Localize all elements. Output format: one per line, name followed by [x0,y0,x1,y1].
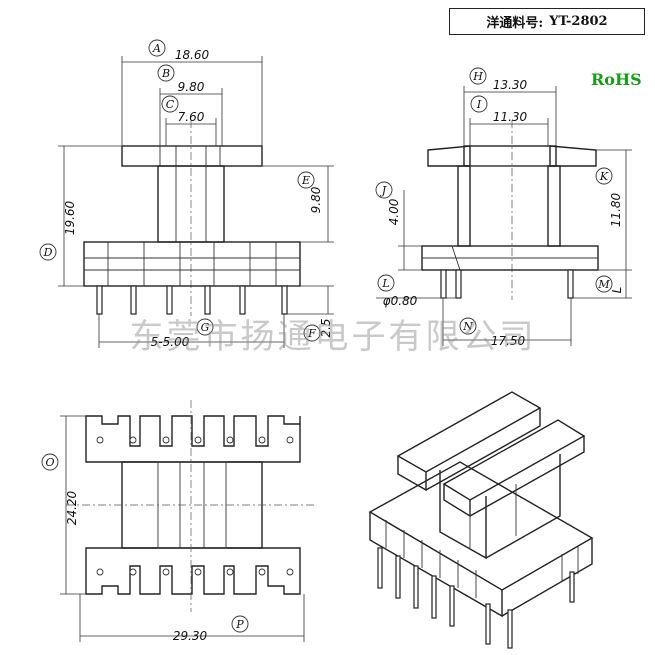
side-view: H 13.30 I 11.30 J 4.00 K 11.80 L φ0.80 M [375,67,632,348]
dim-J-value: 4.00 [387,198,401,225]
dim-N-value: 17.50 [491,334,526,348]
dim-B-value: 9.80 [178,80,205,94]
rohs-badge: RoHS [591,70,642,89]
label-N: N [462,320,473,333]
dim-F-value: 2.5 [319,318,333,337]
label-K: K [599,170,609,183]
label-D: D [43,246,53,259]
label-I: I [476,98,482,111]
dim-D-value: 19.60 [63,200,77,235]
label-F: F [307,327,316,340]
dim-G-value: 5-5.00 [151,335,190,349]
dim-H-value: 13.30 [493,78,528,92]
dim-E-value: 9.80 [309,186,323,213]
label-L: L [381,277,389,290]
front-top-flange [121,145,263,167]
label-H: H [472,70,483,83]
front-view: A 18.60 B 9.80 C 7.60 D 19.60 E 9.80 [39,39,334,349]
company-watermark: 东莞市扬通电子有限公司 [130,317,537,357]
label-G: G [201,321,210,334]
label-O: O [45,456,54,469]
dim-I-value: 11.30 [493,110,528,124]
dim-L-value: φ0.80 [383,294,418,308]
dim-M-value: L [610,287,624,294]
label-A: A [152,42,161,55]
part-number-value: YT-2802 [549,14,608,29]
dim-K-value: 11.80 [609,192,623,227]
part-number-box: 洋通料号: YT-2802 [449,8,645,35]
top-view: O 24.20 P 29.30 [41,400,316,643]
isometric-view [368,391,594,649]
label-P: P [235,618,244,631]
part-number-label: 洋通料号: [486,16,544,31]
label-C: C [166,98,175,111]
label-J: J [380,184,387,197]
front-base [83,241,301,287]
label-M: M [597,278,610,291]
label-E: E [301,174,310,187]
dim-O-value: 24.20 [65,490,79,525]
dim-A-value: 18.60 [175,48,210,62]
label-B: B [161,67,170,80]
dim-P-value: 29.30 [173,629,208,643]
dim-C-value: 7.60 [178,110,205,124]
